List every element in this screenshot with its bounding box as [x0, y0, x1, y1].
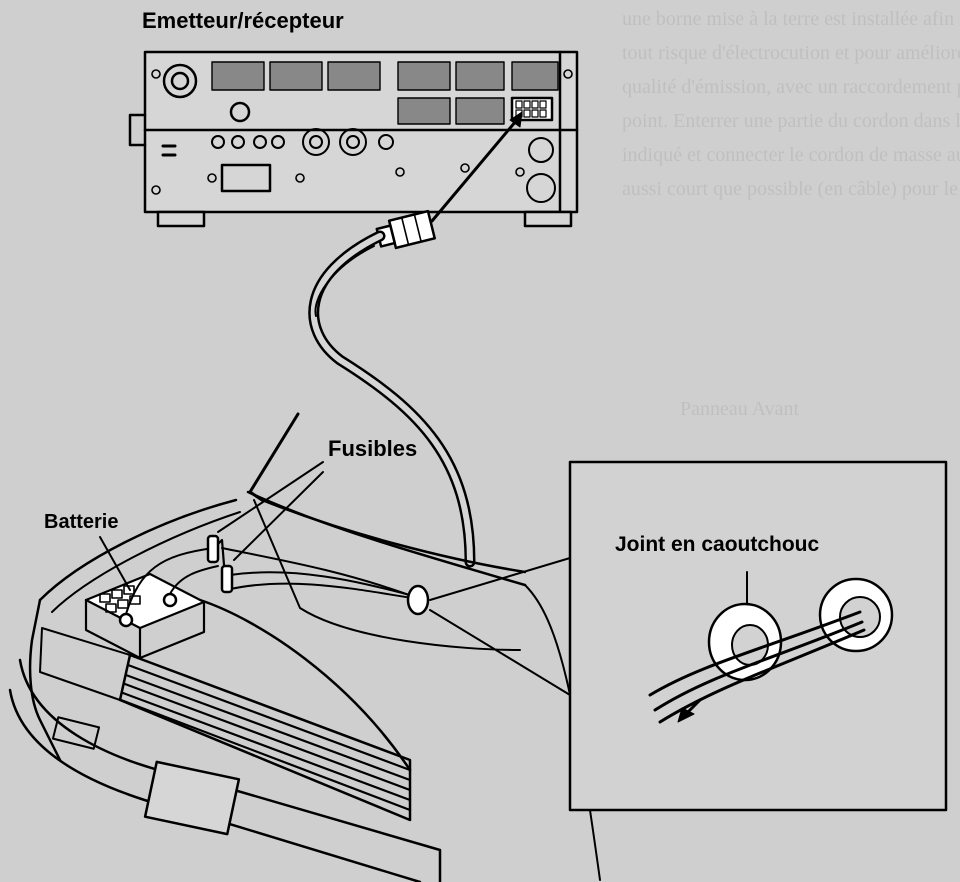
grille-slats — [119, 663, 412, 812]
fuses-label: Fusibles — [328, 436, 418, 461]
transceiver-label: Emetteur/récepteur — [142, 8, 344, 33]
battery-icon — [84, 572, 206, 660]
bleed-line-2: tout risque d'électrocution et pour amél… — [622, 42, 960, 64]
grommet-label: Joint en caoutchouc — [615, 533, 820, 556]
bleed-line-3: qualité d'émission, avec un raccordement… — [622, 76, 960, 98]
battery-label: Batterie — [44, 511, 119, 533]
dc-plug — [375, 209, 436, 250]
fuse-holder-2 — [220, 564, 234, 594]
fuse-holder-1 — [206, 534, 220, 564]
bleed-line-4: point. Enterrer une partie du cordon dan… — [622, 110, 960, 132]
antenna-connector-icon — [302, 128, 330, 156]
side-handle — [128, 113, 147, 147]
license-plate — [143, 760, 241, 836]
label-plate — [220, 163, 272, 193]
bleed-line-1: une borne mise à la terre est installée … — [622, 8, 960, 30]
fuse-leader-lines — [217, 461, 324, 561]
grommet-inset — [568, 460, 948, 812]
battery-leader-line — [99, 536, 131, 591]
transceiver-unit — [128, 50, 579, 228]
firewall-grommet — [406, 584, 430, 616]
transceiver-foot-left — [156, 210, 206, 228]
callout-lines — [429, 557, 571, 696]
bleed-heading: Panneau Avant — [680, 398, 800, 420]
bleed-line-6: aussi court que possible (en câble) pour… — [622, 178, 960, 200]
ground-terminal-icon — [162, 63, 198, 99]
connection-arrow — [430, 119, 518, 223]
vent-grilles — [211, 61, 559, 125]
bleed-line-5: indiqué et connecter le cordon de masse … — [622, 144, 960, 166]
power-cable — [308, 230, 476, 568]
car-front — [8, 412, 601, 882]
transceiver-foot-right — [523, 210, 573, 228]
